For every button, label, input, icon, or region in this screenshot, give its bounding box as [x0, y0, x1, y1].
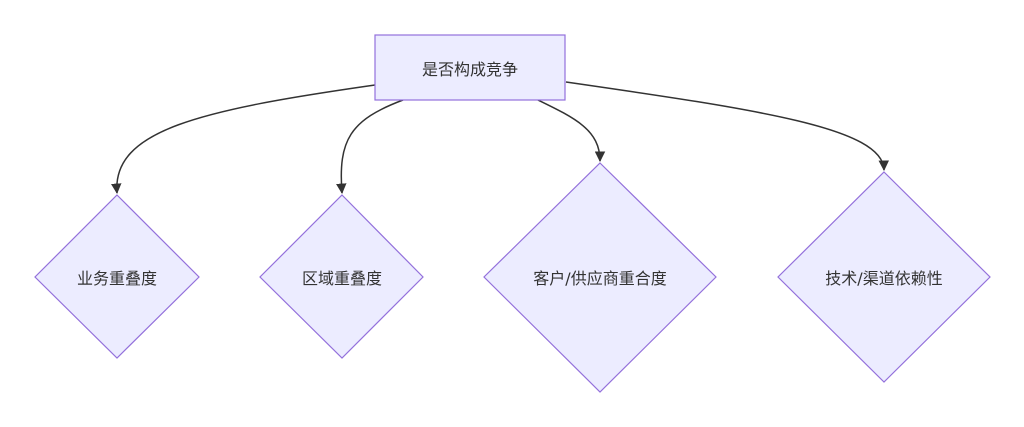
edge-root-region [336, 99, 404, 195]
node-business-shape [34, 194, 200, 359]
edge-root-tech [565, 81, 889, 172]
node-root-shape [374, 34, 566, 101]
node-business-label: 业务重叠度 [76, 269, 158, 288]
edge-root-business [111, 84, 376, 195]
node-tech-shape [777, 171, 991, 383]
node-customer-label: 客户/供应商重合度 [533, 269, 667, 288]
edge-root-customer [537, 99, 606, 163]
node-region-label: 区域重叠度 [301, 269, 383, 288]
node-customer-shape [483, 162, 717, 393]
node-region-shape [259, 194, 424, 359]
node-root-label: 是否构成竞争 [421, 60, 519, 79]
node-tech-label: 技术/渠道依赖性 [825, 269, 943, 288]
